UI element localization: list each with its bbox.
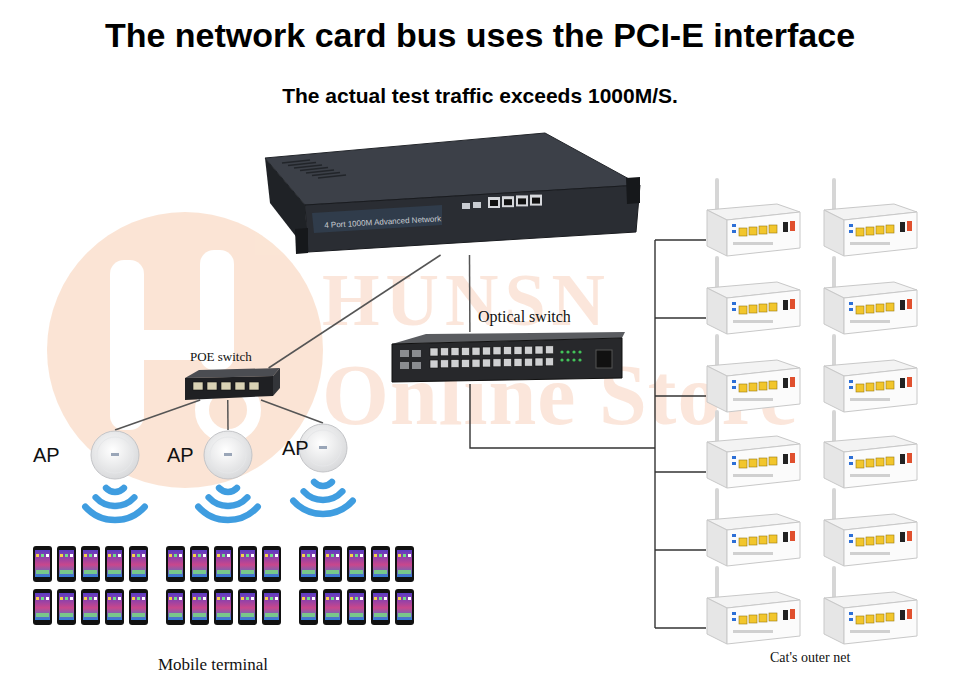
group-label: Mobile terminal (158, 655, 268, 675)
diagram-title: The network card bus uses the PCI-E inte… (0, 16, 960, 55)
node-label: Optical switch (478, 308, 571, 326)
wifi-arc (85, 507, 144, 520)
wifi-arc (314, 482, 332, 486)
wifi-arc (209, 497, 248, 506)
router-device-shape (262, 133, 642, 255)
phone-icon (299, 589, 318, 625)
phone-icon (371, 589, 390, 625)
phone-icon (57, 589, 76, 625)
watermark-logo (47, 212, 323, 488)
phone-icon (323, 589, 342, 625)
modem-icon (707, 568, 800, 644)
wifi-arc (304, 491, 343, 500)
phone-icon (105, 589, 124, 625)
modem-icon (824, 568, 917, 644)
wifi-symbol (85, 488, 144, 520)
access-point: AP (203, 430, 253, 480)
optical-switch-shape (390, 332, 625, 384)
phone-icon (395, 589, 414, 625)
phone-icon (347, 589, 366, 625)
network-cable (227, 400, 229, 430)
node-label: AP (167, 444, 194, 467)
access-point-shape (203, 430, 253, 480)
phone-icon (262, 546, 281, 582)
modem-icon (707, 490, 800, 566)
wifi-arc (96, 497, 135, 506)
wifi-arc (219, 488, 237, 492)
phone-icon (323, 546, 342, 582)
phone-icon (214, 589, 233, 625)
phone-icon (238, 546, 257, 582)
access-point: AP (298, 423, 348, 473)
router-device: 4 Port 1000M Advanced Network (262, 133, 642, 255)
modem-icon (824, 336, 917, 412)
phone-icon (190, 546, 209, 582)
network-cable (469, 255, 471, 332)
modem-icon (707, 180, 800, 256)
poe-switch: POE switch (185, 368, 280, 400)
phone-icon (105, 546, 124, 582)
phone-icon (57, 546, 76, 582)
network-cable (269, 255, 441, 368)
phone-icon (166, 546, 185, 582)
node-label: POE switch (190, 349, 252, 365)
phone-icon (371, 546, 390, 582)
phone-icon (81, 589, 100, 625)
wifi-arc (293, 501, 352, 514)
poe-switch-shape (185, 368, 280, 400)
phone-icon (395, 546, 414, 582)
phone-icon (166, 589, 185, 625)
subtitle: The actual test traffic exceeds 1000M/S. (0, 84, 960, 108)
modem-icon (824, 412, 917, 488)
phone-icon (33, 546, 52, 582)
wifi-arc (198, 507, 257, 520)
network-cable (261, 400, 323, 423)
optical-switch: Optical switch (390, 332, 625, 384)
modem-icon (707, 258, 800, 334)
phone-icon (238, 589, 257, 625)
phone-icon (190, 589, 209, 625)
phone-icon (129, 546, 148, 582)
node-label: AP (33, 444, 60, 467)
wifi-arc (106, 488, 124, 492)
access-point: AP (90, 430, 140, 480)
phone-icon (129, 589, 148, 625)
wifi-symbol (293, 482, 352, 514)
phone-icon (214, 546, 233, 582)
modem-icon (824, 258, 917, 334)
phone-icon (347, 546, 366, 582)
phone-icon (81, 546, 100, 582)
phone-icon (299, 546, 318, 582)
watermark-text: HUNSN (322, 258, 611, 343)
group-label: Cat's outer net (770, 650, 850, 666)
wifi-symbol (198, 488, 257, 520)
phone-icon (33, 589, 52, 625)
network-cable (115, 400, 200, 430)
modem-icon (824, 180, 917, 256)
access-point-shape (90, 430, 140, 480)
modem-icon (824, 490, 917, 566)
phone-icon (262, 589, 281, 625)
node-label: AP (282, 437, 309, 460)
